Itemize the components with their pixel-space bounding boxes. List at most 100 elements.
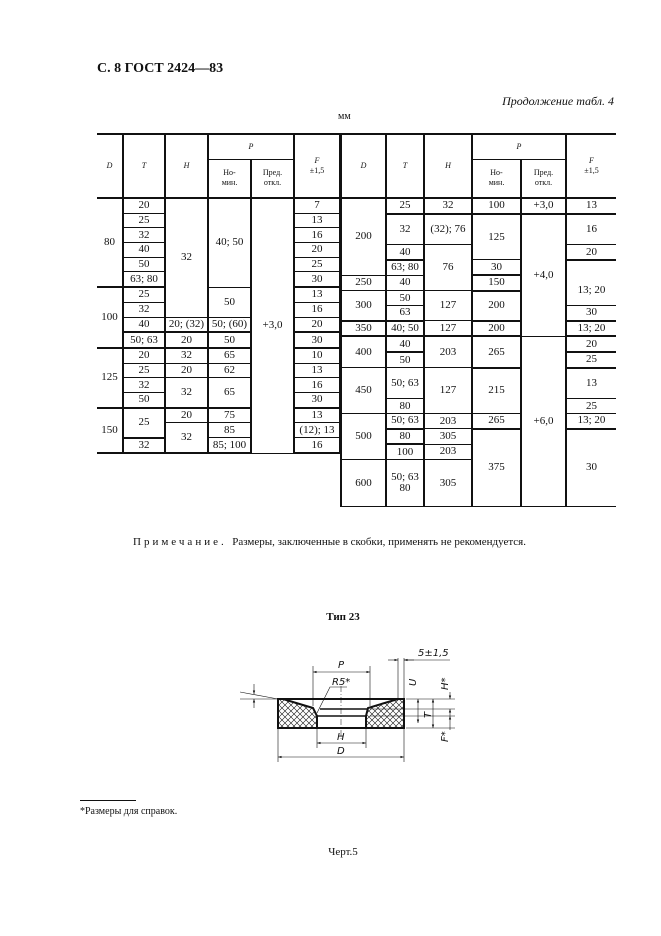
footnote: *Размеры для справок. <box>80 806 178 817</box>
cell: 25 <box>123 363 166 379</box>
cell: 13; 20 <box>565 413 616 430</box>
cell: 10 <box>293 347 341 364</box>
cell: 20 <box>164 363 209 379</box>
cell: 30 <box>293 392 341 409</box>
cell: 200 <box>471 320 522 338</box>
label-P: P <box>338 660 345 671</box>
cell: 500 <box>340 413 387 461</box>
cell: 63 <box>385 305 425 322</box>
page-header: С. 8 ГОСТ 2424—83 <box>97 61 224 76</box>
cell: 100 <box>97 287 124 349</box>
cell: 20 <box>293 242 341 258</box>
cell: 7 <box>293 196 341 214</box>
cell: +4,0 <box>520 213 567 337</box>
label-D: D <box>337 746 345 757</box>
cell: 20 <box>122 196 166 214</box>
cell: 150 <box>471 275 522 292</box>
cell: 30 <box>565 305 616 322</box>
cell: 400 <box>340 336 387 369</box>
cell: 40 <box>385 244 425 261</box>
cell: 76 <box>423 244 473 292</box>
cell: 127 <box>423 320 473 338</box>
cell: 32 <box>165 422 209 455</box>
label-U: U <box>408 678 419 686</box>
cell: 13 <box>293 407 341 424</box>
cell: 32 <box>123 302 166 318</box>
cell: 215 <box>471 367 522 414</box>
cell: 600 <box>340 459 387 507</box>
cell: 40 <box>123 242 166 258</box>
cell: 85 <box>207 422 252 438</box>
col-P: P <box>471 133 567 160</box>
label-R5: R5* <box>332 677 350 688</box>
cell: 40; 50 <box>385 320 425 338</box>
label-S: 5±1,5 <box>418 648 449 659</box>
cell: 16 <box>293 227 341 244</box>
cell: 32 <box>164 347 209 364</box>
cell: 25 <box>122 287 166 303</box>
col-F-label: F <box>314 156 320 165</box>
cell: 127 <box>423 367 473 414</box>
cell: 203 <box>423 444 473 461</box>
cell: 13 <box>293 363 341 379</box>
cell: 20 <box>565 244 616 261</box>
col-P-dev: Пред. откл. <box>520 159 567 199</box>
cell: (12); 13 <box>293 422 341 438</box>
cell: 32 <box>385 213 425 246</box>
col-F: F±1,5 <box>293 133 341 199</box>
cell: +6,0 <box>520 336 567 508</box>
col-H: H <box>164 133 209 199</box>
figure-caption: Черт.5 <box>328 846 358 858</box>
label-F-star: F* <box>440 731 451 742</box>
cell: +3,0 <box>250 196 295 454</box>
cell: 20 <box>164 332 209 349</box>
note: Примечание. Размеры, заключенные в скобк… <box>133 536 526 548</box>
cell: 32 <box>423 197 473 215</box>
cell: 25 <box>565 398 616 414</box>
cell: 450 <box>340 367 387 414</box>
cell: 30 <box>293 332 341 349</box>
cell: 203 <box>423 413 473 430</box>
cell: 305 <box>423 459 473 507</box>
cell: 250 <box>340 275 387 292</box>
cell: 375 <box>471 428 522 507</box>
cell: 30 <box>471 259 522 277</box>
cell: 265 <box>471 413 522 430</box>
cell: 65 <box>207 347 252 364</box>
cell: 50; 63 <box>385 413 425 430</box>
cell: 20 <box>122 347 166 364</box>
cell: 25 <box>123 213 166 229</box>
col-D: D <box>340 133 387 199</box>
cell: 13 <box>565 197 616 215</box>
figure-title: Тип 23 <box>326 611 360 623</box>
cell: +3,0 <box>520 197 567 215</box>
label-H-star: H* <box>440 677 451 690</box>
footnote-divider <box>80 800 136 801</box>
cell: 80 <box>385 428 425 446</box>
cell: 13; 20 <box>565 320 616 338</box>
col-P-nom: Но- мин. <box>208 159 252 199</box>
cell: 50 <box>123 257 166 273</box>
label-H: H <box>337 732 345 743</box>
cell: 100 <box>471 197 522 215</box>
cell: 50 <box>385 352 425 369</box>
cell: 16 <box>565 213 616 246</box>
cell: 200 <box>471 290 522 322</box>
cell: 125 <box>97 347 124 409</box>
cell: 75 <box>207 407 252 424</box>
cell: 30 <box>293 271 341 289</box>
grinding-wheel-section <box>277 686 405 740</box>
cell: 62 <box>207 363 252 379</box>
col-P-dev: Пред. откл. <box>250 159 295 199</box>
cell: 40 <box>123 317 166 334</box>
cell: 40 <box>385 336 425 354</box>
cell: 200 <box>340 196 387 276</box>
cell: 13 <box>293 213 341 229</box>
figure-drawing: P R5* H D 5±1,5 U T H* F* <box>240 648 455 762</box>
units-label: мм <box>338 111 351 122</box>
cell: 40 <box>385 275 425 292</box>
cell: 50 <box>123 392 166 409</box>
col-F-label: F <box>589 156 594 165</box>
col-H: H <box>423 133 473 199</box>
cell: (32); 76 <box>423 213 473 246</box>
